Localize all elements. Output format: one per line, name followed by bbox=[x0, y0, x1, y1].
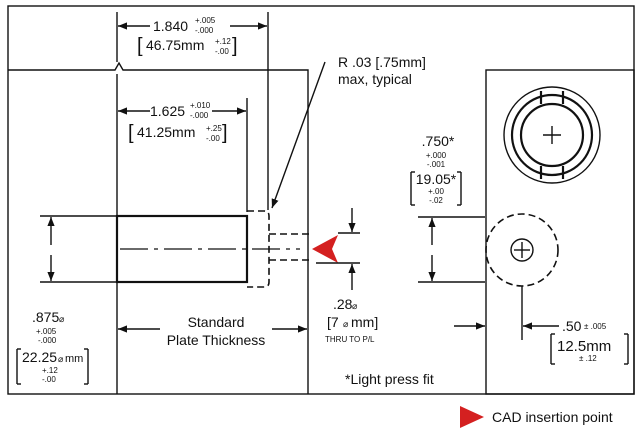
shank-dia-tol-plus: +.005 bbox=[36, 327, 57, 336]
dim-pin-hole: .28 ⌀ [7 ⌀ mm] THRU TO P/L bbox=[316, 208, 378, 344]
inner-ring bbox=[519, 102, 585, 168]
dim-plate-thickness: Standard Plate Thickness bbox=[118, 314, 307, 348]
overall-length-tol-minus: -.000 bbox=[195, 26, 214, 35]
radius-line2: max, typical bbox=[338, 71, 412, 87]
body-length-value: 1.625 bbox=[150, 103, 185, 119]
svg-text:]: ] bbox=[222, 122, 228, 144]
overall-length-metric: 46.75mm bbox=[146, 37, 204, 53]
plate-thickness-label-2: Plate Thickness bbox=[167, 332, 266, 348]
legend: CAD insertion point bbox=[460, 406, 613, 428]
shank-dia-tol-minus: -.000 bbox=[38, 336, 57, 345]
plate-outline bbox=[8, 61, 309, 394]
middle-ring bbox=[510, 93, 594, 177]
pin-dia-value: .50 bbox=[562, 318, 582, 334]
overall-length-metric-tol-minus: -.00 bbox=[215, 47, 229, 56]
drawing-border bbox=[7, 5, 635, 395]
dim-pin-diameter: .50 ± .005 12.5mm ± .12 bbox=[454, 286, 629, 365]
press-fit-note: *Light press fit bbox=[345, 371, 434, 387]
pin-hole-metric-symbol: ⌀ bbox=[343, 319, 349, 329]
legend-marker-icon bbox=[460, 406, 484, 428]
svg-text:[: [ bbox=[128, 122, 134, 144]
bushing-body bbox=[115, 214, 249, 284]
offset-value: .750* bbox=[422, 133, 455, 149]
pin-dia-metric: 12.5mm bbox=[557, 338, 611, 355]
pin-dia-tol: ± .005 bbox=[584, 322, 607, 331]
body-length-metric-tol-minus: -.00 bbox=[206, 134, 220, 143]
shank-dia-metric-unit: mm bbox=[65, 353, 83, 365]
legend-label: CAD insertion point bbox=[492, 409, 613, 425]
pin-hole-symbol: ⌀ bbox=[352, 301, 358, 311]
dim-overall-length: 1.840 +.005 -.000 [ 46.75mm +.12 -.00 ] bbox=[116, 12, 269, 210]
pin-hole-metric: [7 bbox=[327, 314, 339, 330]
dim-shank-diameter: .875 ⌀ +.005 -.000 22.25 ⌀ mm +.12 -.00 bbox=[16, 215, 116, 385]
pin-hole-metric-unit: mm] bbox=[351, 314, 378, 330]
offset-tol-minus: -.001 bbox=[427, 160, 446, 169]
overall-length-value: 1.840 bbox=[153, 18, 188, 34]
dim-body-length: 1.625 +.010 -.000 [ 41.25mm +.25 -.00 ] bbox=[118, 98, 248, 212]
offset-tol-plus: +.000 bbox=[426, 151, 447, 160]
cad-insertion-point-marker bbox=[312, 235, 338, 263]
body-length-metric-tol-plus: +.25 bbox=[206, 124, 222, 133]
shank-dia-value: .875 bbox=[32, 309, 59, 325]
offset-metric-tol-minus: -.02 bbox=[429, 196, 443, 205]
body-length-metric: 41.25mm bbox=[137, 124, 195, 140]
pin-hole-value: .28 bbox=[333, 296, 353, 312]
shank-dia-metric-symbol: ⌀ bbox=[58, 354, 64, 364]
side-view bbox=[8, 61, 338, 394]
radius-line1: R .03 [.75mm] bbox=[338, 54, 426, 70]
pin-hole-note: THRU TO P/L bbox=[325, 335, 375, 344]
overall-length-metric-tol-plus: +.12 bbox=[215, 37, 231, 46]
shank-dia-metric: 22.25 bbox=[22, 349, 57, 365]
end-view-frame bbox=[485, 69, 635, 395]
shank-dia-metric-tol-minus: -.00 bbox=[42, 375, 56, 384]
svg-text:[: [ bbox=[137, 35, 143, 57]
radius-callout: R .03 [.75mm] max, typical bbox=[271, 54, 426, 209]
pin-dia-metric-tol: ± .12 bbox=[579, 354, 597, 363]
plate-thickness-label-1: Standard bbox=[188, 314, 245, 330]
shank-dia-metric-tol-plus: +.12 bbox=[42, 366, 58, 375]
svg-text:]: ] bbox=[232, 35, 238, 57]
offset-metric-tol-plus: +.00 bbox=[428, 187, 444, 196]
outer-ring bbox=[503, 86, 601, 184]
body-length-tol-minus: -.000 bbox=[190, 111, 209, 120]
body-length-tol-plus: +.010 bbox=[190, 101, 211, 110]
end-view bbox=[485, 69, 635, 395]
pin-hole-circle bbox=[510, 238, 534, 262]
offset-metric: 19.05* bbox=[416, 171, 457, 187]
shank-dia-symbol: ⌀ bbox=[59, 314, 65, 324]
dim-offset: .750* +.000 -.001 19.05* +.00 -.02 bbox=[410, 133, 485, 283]
overall-length-tol-plus: +.005 bbox=[195, 16, 216, 25]
